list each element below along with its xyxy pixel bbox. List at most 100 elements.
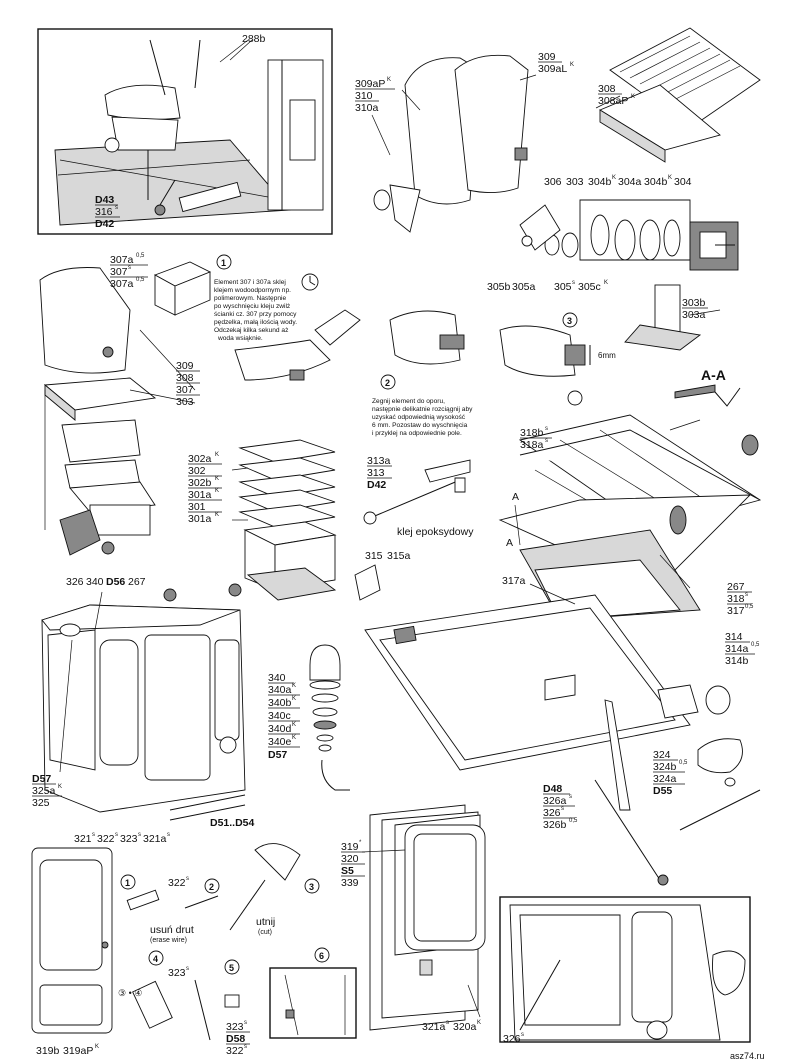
part-labels: 288b 309 309aL K 309aP K 310 310a 308 30… bbox=[32, 33, 765, 1061]
label-308: 308 bbox=[598, 83, 616, 95]
label-288b: 288b bbox=[242, 33, 266, 45]
label-D51-D54: D51..D54 bbox=[210, 817, 255, 829]
floor-panel-318 bbox=[498, 414, 762, 621]
label-323-step5: 323 bbox=[226, 1021, 244, 1033]
label-303b: 303b bbox=[682, 297, 706, 309]
label-steps-3-4: ③ • ④ bbox=[118, 988, 142, 998]
label-340c: 340c bbox=[268, 710, 291, 722]
seat-assembly-exploded bbox=[39, 267, 157, 556]
label-D43: D43 bbox=[95, 194, 114, 206]
label-319: 319 bbox=[341, 841, 359, 853]
svg-text:s: s bbox=[572, 280, 575, 286]
label-D55: D55 bbox=[653, 785, 672, 797]
svg-text:K: K bbox=[215, 512, 219, 518]
label-340e: 340e bbox=[268, 736, 292, 748]
label-325: 325 bbox=[32, 797, 50, 809]
svg-text:K: K bbox=[604, 280, 608, 286]
svg-text:5: 5 bbox=[229, 963, 234, 973]
label-308aP: 308aP bbox=[598, 95, 628, 107]
label-323-step4: 323 bbox=[168, 967, 186, 979]
label-section-AA: A-A bbox=[701, 367, 726, 383]
label-315: 315 bbox=[365, 550, 383, 562]
svg-text:klejem wodoodpornym np.: klejem wodoodpornym np. bbox=[214, 287, 291, 294]
svg-text:K: K bbox=[668, 175, 672, 181]
label-340-cab: 340 bbox=[86, 576, 104, 588]
label-303-seat: 303 bbox=[176, 396, 194, 408]
label-304b-1: 304b bbox=[588, 176, 612, 188]
step-1-glue bbox=[216, 254, 361, 381]
label-317: 317 bbox=[727, 605, 745, 617]
svg-text:K: K bbox=[95, 1044, 99, 1050]
label-322-step1: 322 bbox=[168, 877, 186, 889]
svg-text:s: s bbox=[128, 265, 131, 271]
svg-text:K: K bbox=[612, 175, 616, 181]
label-267-cab: 267 bbox=[128, 576, 146, 588]
section-a-a bbox=[674, 384, 741, 407]
svg-text:s: s bbox=[569, 794, 572, 800]
svg-text:s: s bbox=[545, 426, 548, 432]
label-310a: 310a bbox=[355, 102, 379, 114]
wiper-motor-314 bbox=[657, 684, 731, 719]
svg-text:s: s bbox=[186, 966, 189, 972]
svg-text:0,5: 0,5 bbox=[751, 642, 760, 648]
svg-text:K: K bbox=[570, 62, 574, 68]
label-320a: 320a bbox=[453, 1021, 477, 1033]
hinge-steps bbox=[120, 843, 320, 1041]
svg-text:K: K bbox=[477, 1020, 481, 1026]
label-307a-2: 307a bbox=[110, 278, 134, 290]
svg-text:1: 1 bbox=[221, 258, 226, 268]
svg-text:K: K bbox=[292, 696, 296, 702]
svg-text:K: K bbox=[215, 452, 219, 458]
svg-text:2: 2 bbox=[209, 882, 214, 892]
label-314: 314 bbox=[725, 631, 743, 643]
label-D42-lever: D42 bbox=[367, 479, 386, 491]
svg-text:3: 3 bbox=[309, 882, 314, 892]
label-erase-wire: (erase wire) bbox=[150, 937, 187, 944]
svg-text:K: K bbox=[292, 735, 296, 741]
label-309-seat: 309 bbox=[176, 360, 194, 372]
label-302: 302 bbox=[188, 465, 206, 477]
label-D48: D48 bbox=[543, 783, 562, 795]
label-A-2: A bbox=[506, 537, 513, 549]
svg-text:uzyskać odpowiednią wysokość: uzyskać odpowiednią wysokość bbox=[372, 414, 466, 421]
svg-text:4: 4 bbox=[153, 954, 158, 964]
label-305c: 305c bbox=[578, 281, 601, 293]
label-cut: (cut) bbox=[258, 929, 272, 936]
label-340: 340 bbox=[268, 672, 286, 684]
label-321a-sash: 321a bbox=[422, 1021, 446, 1033]
svg-text:s: s bbox=[167, 832, 170, 838]
label-305a: 305a bbox=[512, 281, 536, 293]
label-utnij: utnij bbox=[256, 916, 275, 928]
label-S5: S5 bbox=[341, 865, 354, 877]
label-301: 301 bbox=[188, 501, 206, 513]
svg-text:pędzelka, małą ilością wody.: pędzelka, małą ilością wody. bbox=[214, 319, 297, 326]
svg-text:następnie delikatnie rozciągni: następnie delikatnie rozciągnij aby bbox=[372, 406, 473, 413]
svg-text:s: s bbox=[521, 1032, 524, 1038]
label-309aP: 309aP bbox=[355, 78, 385, 90]
mirror-324 bbox=[679, 738, 761, 831]
label-A-1: A bbox=[512, 491, 519, 503]
label-321: 321 bbox=[74, 833, 92, 845]
label-314b: 314b bbox=[725, 655, 749, 667]
label-319aP: 319aP bbox=[63, 1045, 93, 1057]
svg-text:Odczekaj kilka sekund aż: Odczekaj kilka sekund aż bbox=[214, 327, 288, 334]
svg-text:woda wsiąknie.: woda wsiąknie. bbox=[217, 335, 263, 342]
step-2-bend bbox=[380, 310, 465, 390]
label-320: 320 bbox=[341, 853, 359, 865]
label-317a: 317a bbox=[502, 575, 526, 587]
label-D57-beacon: D57 bbox=[268, 749, 287, 761]
label-318a: 318a bbox=[520, 439, 544, 451]
label-301a: 301a bbox=[188, 489, 212, 501]
leader-lines bbox=[59, 39, 721, 1018]
label-321a: 321a bbox=[143, 833, 167, 845]
svg-text:s: s bbox=[138, 832, 141, 838]
label-307: 307 bbox=[110, 266, 128, 278]
label-319b: 319b bbox=[36, 1045, 60, 1057]
svg-text:ścianki cz. 307 przy pomocy: ścianki cz. 307 przy pomocy bbox=[214, 311, 297, 318]
cab-interior-view bbox=[37, 28, 333, 235]
label-303a: 303a bbox=[682, 309, 706, 321]
label-307-seat: 307 bbox=[176, 384, 194, 396]
label-303-heater: 303 bbox=[566, 176, 584, 188]
label-305b: 305b bbox=[487, 281, 511, 293]
step-3-stretch bbox=[499, 312, 591, 406]
